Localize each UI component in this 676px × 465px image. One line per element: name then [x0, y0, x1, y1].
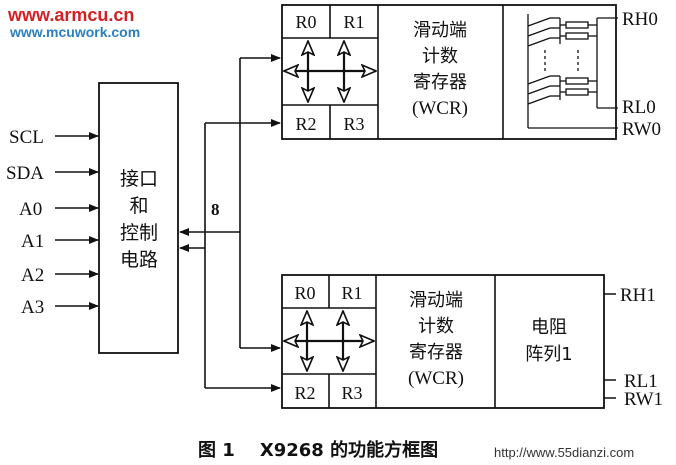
ch1-register-r0: R0: [294, 283, 315, 303]
ch1-wcr-line1: 滑动端: [409, 290, 463, 311]
ch1-register-r1: R1: [341, 283, 362, 303]
interface-label-line2: 和: [129, 195, 148, 217]
ch1-wcr-line3: 寄存器: [409, 342, 463, 363]
input-label-a1: A1: [21, 231, 44, 252]
ch1-transfer-arrows: [284, 311, 374, 371]
ch1-wcr-line2: 计数: [418, 316, 454, 337]
interface-label-line4: 电路: [120, 249, 158, 271]
ch1-array-line1: 电阻: [531, 317, 567, 338]
ch0-register-r3: R3: [343, 114, 364, 134]
watermark-line1: www.armcu.cn: [7, 5, 134, 25]
ch0-register-r0: R0: [295, 12, 316, 32]
ch0-resistor-array: [527, 14, 618, 129]
ch1-terminal-rl1: RL1: [624, 371, 658, 392]
ch1-register-r3: R3: [341, 383, 362, 403]
ch1-array-line2: 阵列1: [525, 344, 572, 365]
data-bus: [179, 54, 281, 392]
ch0-transfer-arrows: [284, 41, 376, 102]
interface-control-block: [98, 82, 179, 354]
channel1: R0 R1 R2 R3 滑动端 计数 寄存器 (WCR) 电阻 阵列1 RH1 …: [281, 274, 663, 410]
ch0-terminal-rw0: RW0: [622, 119, 661, 140]
input-label-a2: A2: [21, 265, 44, 286]
ch1-wcr-line4: (WCR): [408, 368, 464, 389]
watermark-line2: www.mcuwork.com: [9, 24, 140, 40]
ch1-terminal-rw1: RW1: [624, 389, 663, 410]
input-label-scl: SCL: [9, 127, 44, 148]
ch0-register-r1: R1: [343, 12, 364, 32]
input-label-sda: SDA: [6, 163, 44, 184]
ch0-wcr-line1: 滑动端: [413, 20, 467, 41]
channel0: R0 R1 R2 R3 滑动端 计数 寄存器 (WCR): [281, 4, 661, 140]
input-label-a0: A0: [19, 199, 42, 220]
ch0-wcr-line4: (WCR): [412, 98, 468, 119]
interface-label-line1: 接口: [120, 168, 158, 190]
ch0-terminal-rh0: RH0: [622, 9, 658, 30]
figure-caption: 图 1 X9268 的功能方框图: [198, 439, 438, 461]
ch1-register-r2: R2: [294, 383, 315, 403]
bus-width-label: 8: [211, 200, 220, 219]
watermark-footer: http://www.55dianzi.com: [494, 445, 634, 460]
input-signals: [55, 132, 99, 310]
input-label-a3: A3: [21, 297, 44, 318]
interface-label-line3: 控制: [120, 222, 158, 244]
ch1-terminal-leads: [604, 293, 616, 399]
ch0-wcr-line2: 计数: [422, 46, 458, 67]
ch0-terminal-rl0: RL0: [622, 97, 656, 118]
ch0-register-r2: R2: [295, 114, 316, 134]
ch0-wcr-line3: 寄存器: [413, 72, 467, 93]
ch1-terminal-rh1: RH1: [620, 285, 656, 306]
